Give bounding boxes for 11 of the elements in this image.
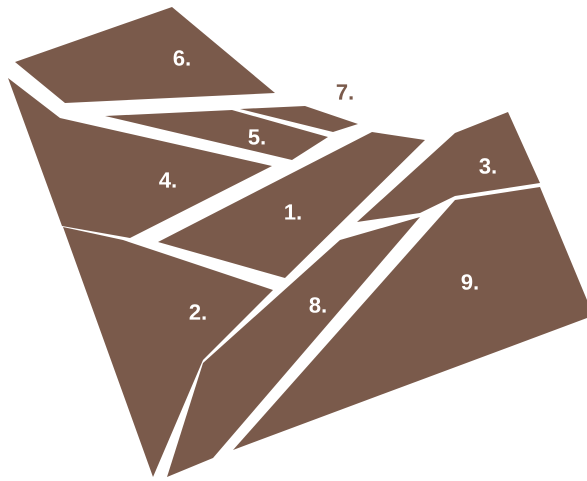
- map-region: 3.: [357, 112, 540, 222]
- node-label: 4.: [159, 172, 176, 188]
- node-label: 1.: [285, 204, 301, 220]
- node-label: 5.: [248, 129, 265, 145]
- node-label: 2.: [190, 304, 206, 320]
- node-label: 8.: [310, 297, 326, 313]
- node-label: 9.: [462, 274, 478, 290]
- node-label: 3.: [479, 158, 496, 174]
- map-region: 6.: [15, 7, 275, 103]
- node-label: 7.: [336, 84, 353, 100]
- map-region: 2.: [63, 227, 273, 477]
